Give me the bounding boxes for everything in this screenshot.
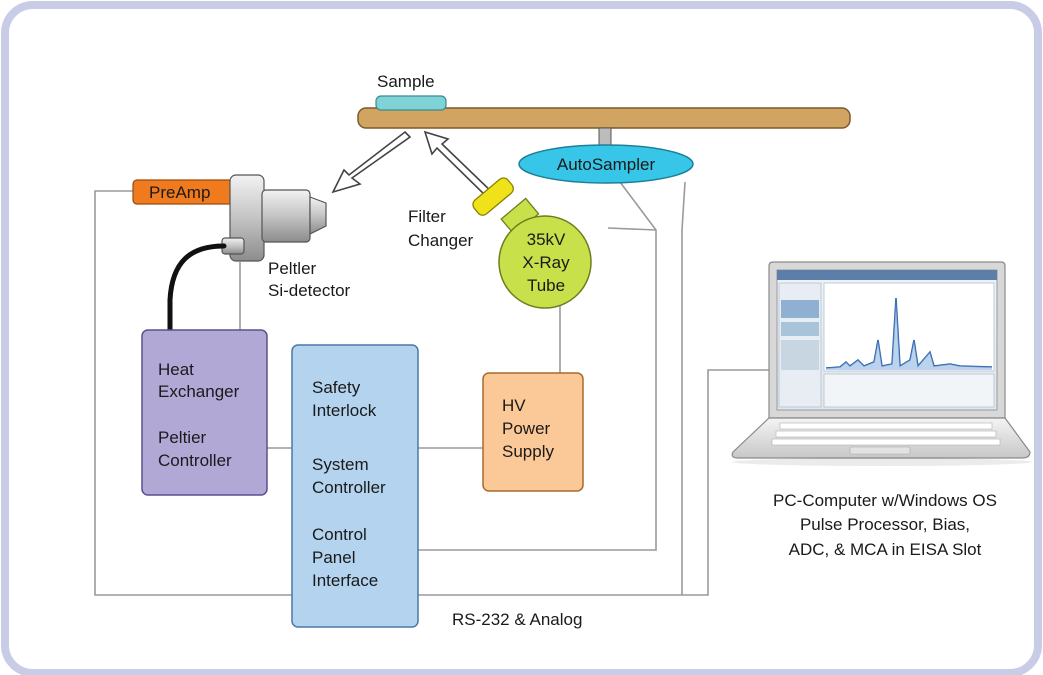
hv-power-supply-box [482,372,584,492]
detector-cable [167,243,227,333]
sample-label: Sample [377,72,435,91]
filter-changer [472,177,514,216]
detector-label-2: Si-detector [268,281,351,300]
heat-exchanger-label-2: Exchanger [158,382,240,401]
heat-exchanger-label-3: Peltier [158,428,207,447]
xray-tube-label-1: 35kV [527,230,566,249]
rs232-label: RS-232 & Analog [452,610,582,629]
xray-tube-label-2: X-Ray [522,253,570,272]
sample-holder [375,95,447,111]
heat-exchanger-label-4: Controller [158,451,232,470]
hv-label-2: Power [502,419,551,438]
pc-caption-3: ADC, & MCA in EISA Slot [789,540,982,559]
autosampler [518,144,694,184]
filter-label-1: Filter [408,207,446,226]
pc-caption-1: PC-Computer w/Windows OS [773,491,997,510]
hv-label-1: HV [502,396,526,415]
system-label-5: Control [312,525,367,544]
system-label-3: System [312,455,369,474]
si-detector [221,174,327,262]
heat-exchanger-box [141,329,268,496]
system-label-2: Interlock [312,401,377,420]
xray-tube-label-3: Tube [527,276,565,295]
system-label-6: Panel [312,548,355,567]
filter-label-2: Changer [408,231,474,250]
hv-label-3: Supply [502,442,554,461]
laptop-computer [731,261,1032,466]
connection-wires [94,181,773,596]
pc-caption-2: Pulse Processor, Bias, [800,515,970,534]
sample-stage [357,107,851,129]
preamp-label: PreAmp [149,183,210,202]
system-label-1: Safety [312,378,361,397]
xray-tube [498,215,592,309]
heat-exchanger-label-1: Heat [158,360,194,379]
detector-label-1: Peltler [268,259,317,278]
beam-arrows [331,130,497,202]
autosampler-label: AutoSampler [557,155,656,174]
system-label-4: Controller [312,478,386,497]
system-label-7: Interface [312,571,378,590]
system-controller-box [291,344,419,628]
